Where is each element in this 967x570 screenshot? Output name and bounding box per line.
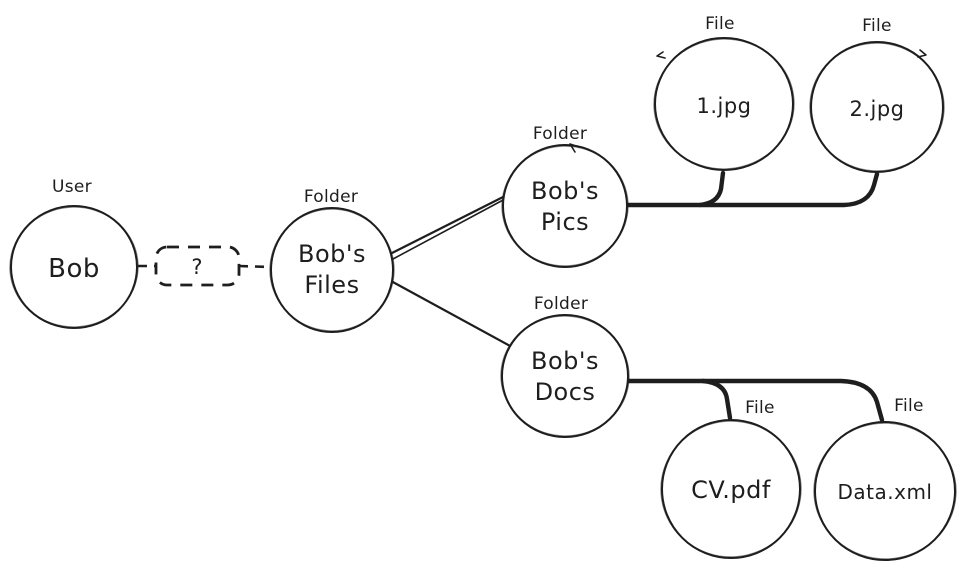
node-type-label-file: File [862,16,892,36]
node-type-label-user: User [52,177,92,197]
sketch-mark [917,49,927,58]
node-file-1jpg[interactable]: 1.jpg [651,35,798,172]
edge-docs-to-cvpdf[interactable] [700,378,733,421]
edge-files-to-pics[interactable] [390,193,509,260]
node-file-cvpdf[interactable]: CV.pdf [658,417,805,560]
node-file-dataxml[interactable]: Data.xml [811,419,960,562]
node-label-line1: Bob's [531,347,599,375]
node-label: 2.jpg [849,97,904,121]
node-type-label-file: File [745,398,775,418]
sketch-mark [656,51,666,59]
node-user-bob[interactable]: Bob [7,204,141,331]
sketch-mark [569,143,580,153]
node-type-label-file: File [894,396,924,416]
node-label-line2: Pics [541,208,589,236]
edge-files-to-docs[interactable] [389,279,514,349]
edge-pics-to-1jpg[interactable] [697,170,726,208]
edge-pics-to-2jpg[interactable] [623,171,880,208]
node-label-line2: Files [304,271,359,299]
node-type-label-file: File [705,14,735,34]
node-label: 1.jpg [696,94,751,118]
node-label: Bob [48,254,100,284]
node-type-label-folder: Folder [304,187,358,207]
node-label: CV.pdf [691,476,771,504]
edge-docs-to-dataxml[interactable] [626,378,885,423]
node-label-line1: Bob's [531,177,599,205]
node-folder-bobs-docs[interactable]: Bob's Docs [498,313,632,440]
node-type-label-folder: Folder [534,294,588,314]
node-label-line1: Bob's [298,240,366,268]
node-label-line2: Docs [535,378,596,406]
unknown-relation-label: ? [191,255,202,279]
node-folder-bobs-pics[interactable]: Bob's Pics [499,143,631,269]
node-file-2jpg[interactable]: 2.jpg [807,40,948,175]
unknown-relation-box[interactable]: ? [154,245,241,287]
edge-unknown-to-files[interactable] [238,264,272,269]
node-folder-bobs-files[interactable]: Bob's Files [267,206,397,334]
node-label: Data.xml [838,480,933,504]
node-type-label-folder: Folder [533,124,587,144]
